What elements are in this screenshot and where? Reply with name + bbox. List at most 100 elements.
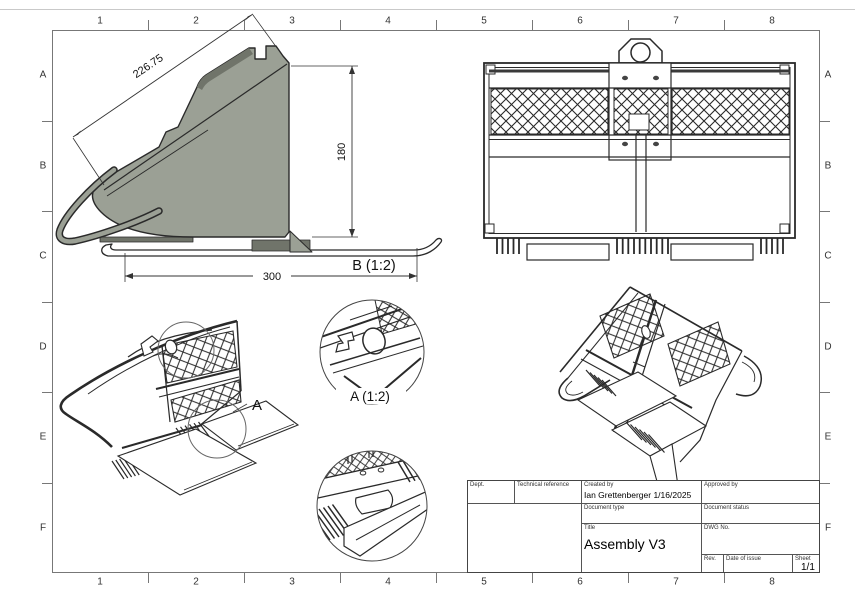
title-value: Assembly V3 [584, 536, 666, 552]
title-block: Dept. Technical reference Created by Ian… [467, 480, 820, 573]
dim-width-text: 300 [263, 271, 281, 283]
detail-a-band-2 [332, 345, 424, 374]
teeth-center [616, 238, 669, 254]
grid-col-label-top: 6 [577, 15, 583, 27]
detail-b-bolt [377, 467, 385, 473]
ski-plate-right [200, 400, 300, 451]
tb-divider [701, 554, 819, 555]
tb-divider [514, 481, 515, 503]
bolt [653, 141, 659, 147]
document-status-label: Document status [704, 505, 750, 511]
grid-col-tick [724, 573, 725, 583]
grid-col-label-top: 4 [385, 15, 391, 27]
view-iso-front [558, 286, 762, 516]
latch-link [152, 353, 179, 359]
corner-clip [779, 223, 790, 234]
grid-col-label-top: 1 [97, 15, 103, 27]
date-of-issue-label: Date of issue [726, 556, 762, 562]
left-hook-loop [558, 377, 611, 402]
grid-row-tick [42, 482, 52, 484]
grid-row-label-left: D [39, 341, 47, 352]
rail-upper-2 [158, 376, 240, 398]
teeth-comb-a [585, 369, 617, 397]
grid-row-label-left: E [39, 431, 47, 443]
title-label: Title [584, 525, 596, 531]
mesh-dividers [607, 88, 673, 135]
tb-divider [581, 523, 819, 524]
detail-callout-label: A [252, 397, 262, 414]
right-face-edge [679, 350, 743, 463]
latch-bar [127, 329, 213, 358]
dwg-no-label: DWG No. [704, 525, 730, 531]
grid-col-tick [244, 573, 245, 583]
grid-row-label-left: B [39, 160, 47, 171]
rail-lower [121, 424, 203, 449]
grid-row-tick [820, 211, 830, 212]
detail-a-label: A (1:2) [350, 389, 390, 404]
grid-col-label-bottom: 4 [385, 576, 391, 588]
grid-row-label-right: E [824, 431, 832, 443]
dept-label: Dept. [470, 482, 485, 488]
dimension-slope [72, 13, 278, 186]
bolt [622, 141, 628, 147]
grid-col-tick [628, 573, 629, 583]
dimension-height [291, 65, 358, 238]
tb-cell-document-type: Document type [582, 504, 701, 523]
panel-left-edge [161, 345, 171, 423]
bucket-bottom-strip [99, 236, 194, 243]
view-iso-back: A [59, 319, 300, 496]
mesh-panel-lower [170, 379, 242, 423]
teeth-comb-left [111, 456, 140, 480]
grid-row-tick [42, 211, 52, 212]
grid-col-tick [436, 573, 437, 583]
grid-col-label-bottom: 2 [193, 576, 199, 588]
sheet-value: 1/1 [801, 562, 815, 573]
grid-col-tick [340, 573, 341, 583]
center-bar [635, 135, 647, 232]
grid-row-label-left: A [39, 69, 47, 81]
latch-hook [140, 335, 159, 357]
top-edge [209, 320, 238, 330]
mesh-center-patch [628, 113, 650, 131]
grid-col-tick [724, 20, 725, 30]
grid-row-tick [820, 392, 830, 393]
grid-col-tick [148, 20, 149, 30]
document-type-label: Document type [584, 505, 625, 511]
view-rear [483, 38, 796, 261]
tb-cell-sheet: Sheet 1/1 [793, 555, 819, 573]
teeth-right [760, 238, 784, 254]
grid-col-label-bottom: 1 [97, 576, 103, 588]
detail-a-content [320, 300, 424, 399]
grid-row-tick [820, 301, 830, 303]
grid-col-label-bottom: 3 [289, 576, 295, 588]
grid-col-label-top: 8 [769, 15, 775, 27]
tb-cell-technical-reference: Technical reference [515, 481, 581, 503]
detail-a-cylinder [362, 327, 386, 355]
side-view-label: B (1:2) [352, 258, 396, 274]
mesh-panel-right [671, 88, 790, 135]
grid-row-tick [42, 120, 52, 122]
drawing-frame [52, 30, 820, 573]
tb-divider [701, 481, 702, 572]
tb-cell-approved-by: Approved by [702, 481, 819, 503]
mesh-panel-1 [599, 293, 665, 359]
detail-b-bolt [359, 470, 367, 476]
detail-a-hook [335, 331, 355, 353]
page-edge-line [0, 9, 855, 10]
spine-cylinder [641, 325, 651, 339]
tb-divider [581, 481, 582, 572]
bolt [622, 75, 628, 81]
grid-col-tick [148, 573, 149, 583]
tb-cell-dwg-no: DWG No. [702, 524, 819, 554]
grid-row-tick [42, 301, 52, 303]
view-detail-bottom [316, 450, 428, 562]
grid-col-label-bottom: 5 [481, 576, 487, 588]
dim-height-text: 180 [336, 143, 348, 161]
grid-col-label-bottom: 7 [673, 576, 679, 588]
grid-row-label-right: B [824, 160, 832, 171]
grid-col-label-top: 5 [481, 15, 487, 27]
rail-upper [155, 368, 240, 390]
bolt [653, 75, 659, 81]
sheet-label: Sheet [795, 556, 811, 562]
